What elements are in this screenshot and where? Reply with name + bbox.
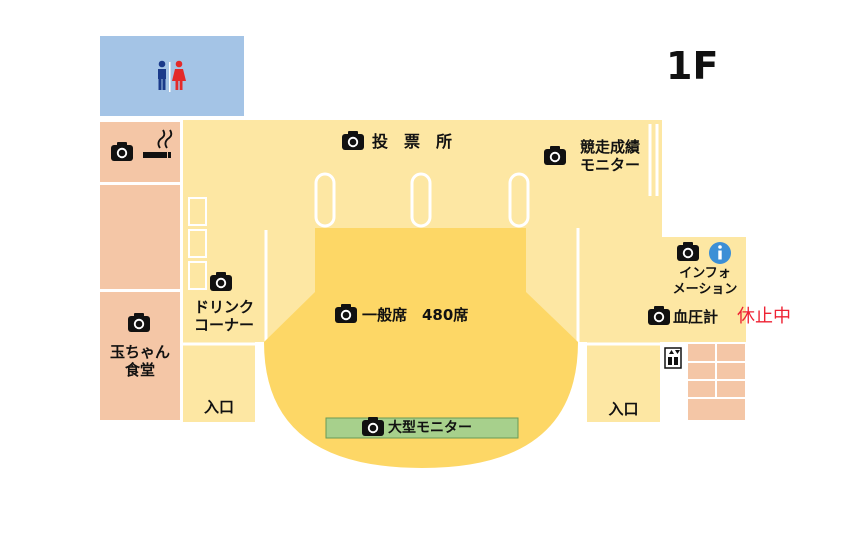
- race-monitor-line1: 競走成績: [579, 138, 640, 156]
- drink-corner-line1: ドリンク: [193, 298, 254, 316]
- info-icon: [709, 242, 731, 264]
- race-monitor-line2: モニター: [579, 156, 640, 174]
- restroom-area: [100, 36, 244, 116]
- cafeteria-line2: 食堂: [124, 361, 155, 379]
- drink-corner-label: ドリンク コーナー: [184, 298, 264, 334]
- pillars: [314, 172, 530, 228]
- seating-area: [264, 228, 578, 468]
- closed-status: 休止中: [737, 306, 791, 327]
- general-seats-label: 一般席 480席: [362, 306, 469, 324]
- info-line2: メーション: [672, 282, 738, 297]
- info-line1: インフォ: [679, 266, 731, 281]
- voting-label: 投 票 所: [372, 132, 453, 151]
- info-label: インフォ メーション: [664, 266, 746, 298]
- entrance-left-label: 入口: [203, 398, 234, 416]
- cafeteria-label: 玉ちゃん 食堂: [100, 343, 180, 379]
- cafeteria-line1: 玉ちゃん: [109, 343, 170, 361]
- restroom-icon: [158, 60, 186, 92]
- hall-dividers: [183, 124, 660, 346]
- blood-pressure-label: 血圧計: [673, 308, 719, 326]
- elevator-icon: [664, 347, 682, 369]
- stair-area: [688, 344, 745, 420]
- race-monitor-label: 競走成績 モニター: [570, 138, 650, 174]
- big-monitor-label: 大型モニター: [388, 420, 472, 436]
- drink-shelves: [188, 197, 207, 290]
- left-rooms: [100, 122, 180, 420]
- smoking-icon: [143, 129, 173, 158]
- drink-corner-line2: コーナー: [193, 316, 254, 334]
- entrance-right-label: 入口: [608, 400, 639, 418]
- floor-label: 1F: [666, 44, 719, 88]
